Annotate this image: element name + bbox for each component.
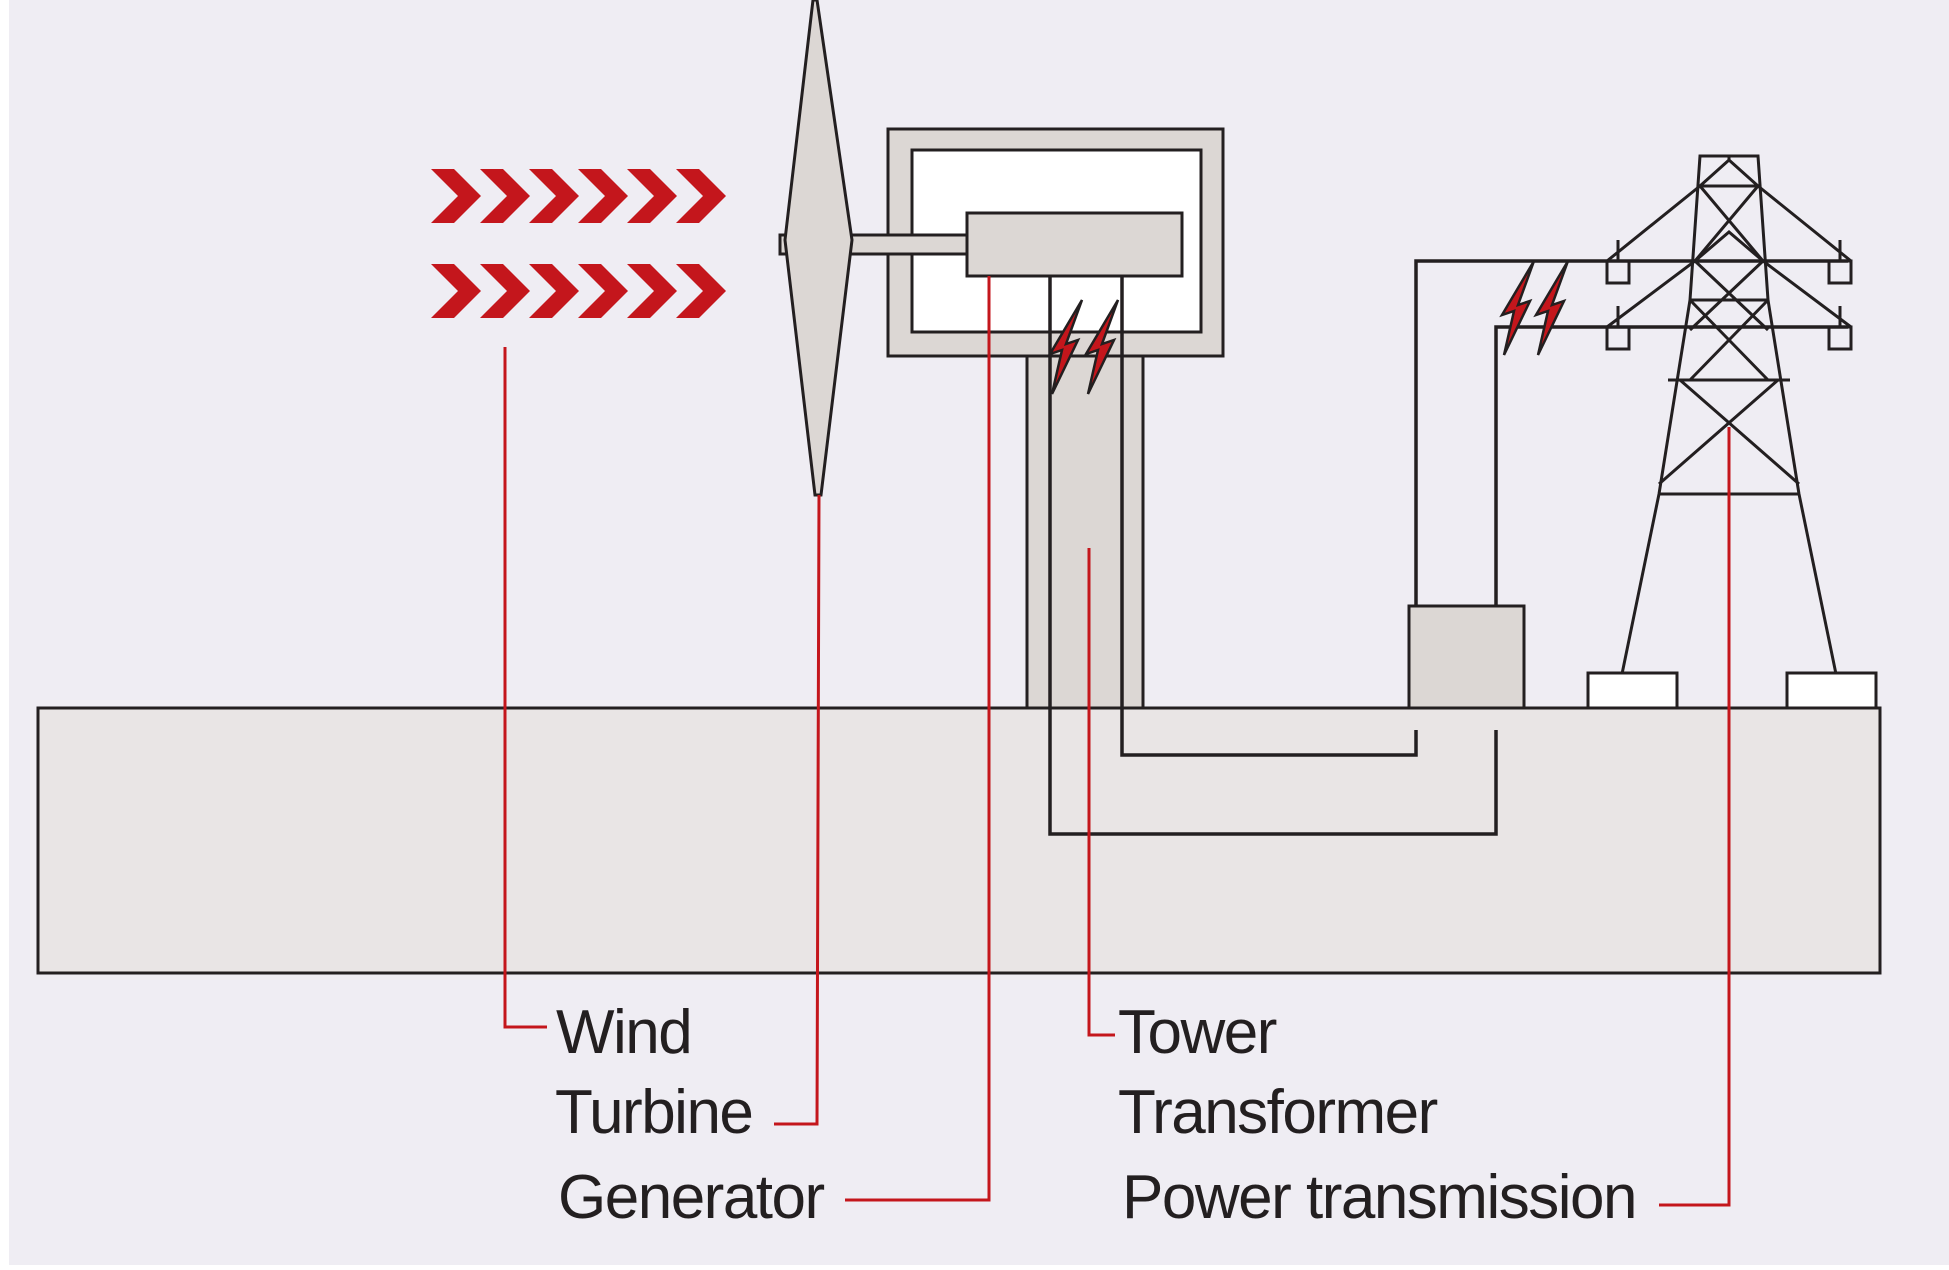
chevron-arrow xyxy=(578,169,628,223)
chevron-arrow xyxy=(627,169,677,223)
transformer xyxy=(1407,604,1526,710)
chevron-arrow xyxy=(480,264,530,318)
tower-leader xyxy=(1087,548,1115,1037)
transmission-pylon xyxy=(1605,154,1853,675)
chevron-arrows-icon xyxy=(431,169,726,318)
chevron-arrow xyxy=(676,264,726,318)
chevron-arrow xyxy=(578,264,628,318)
generator-leader xyxy=(845,276,991,1202)
chevron-arrow xyxy=(529,264,579,318)
generator xyxy=(965,211,1184,278)
tower-label: Tower xyxy=(1118,998,1277,1067)
turbine-blades xyxy=(783,0,854,497)
wind-leader xyxy=(503,347,547,1029)
chevron-arrow xyxy=(480,169,530,223)
turbine-leader xyxy=(774,494,821,1126)
power-transmission-label: Power transmission xyxy=(1122,1163,1637,1232)
lightning-bolt-icon xyxy=(1047,260,1570,395)
chevron-arrow xyxy=(431,264,481,318)
chevron-arrow xyxy=(529,169,579,223)
ground xyxy=(36,706,1882,975)
chevron-arrow xyxy=(627,264,677,318)
chevron-arrow xyxy=(431,169,481,223)
pylon-footings xyxy=(1586,671,1878,710)
transformer-label: Transformer xyxy=(1118,1078,1438,1147)
turbine-label: Turbine xyxy=(555,1078,754,1147)
chevron-arrow xyxy=(676,169,726,223)
lightning-bolt xyxy=(1533,260,1570,356)
lightning-bolt xyxy=(1047,299,1084,395)
wind-label: Wind xyxy=(556,998,693,1067)
tower xyxy=(1025,353,1145,710)
power-transmission-leader xyxy=(1659,427,1731,1207)
lightning-bolt xyxy=(1499,260,1536,356)
leader-lines xyxy=(503,276,1731,1207)
generator-label: Generator xyxy=(558,1163,825,1232)
lightning-bolt xyxy=(1083,299,1120,395)
